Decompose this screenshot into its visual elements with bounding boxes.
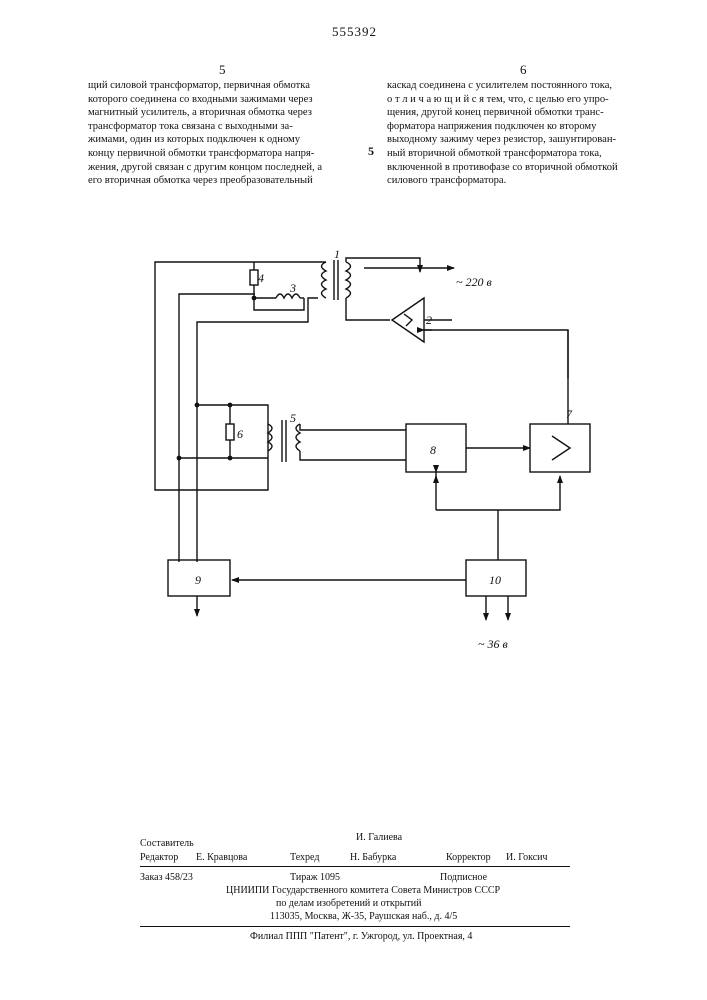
label-8: 8 [430, 443, 436, 457]
editor-name: Е. Кравцова [196, 852, 247, 863]
resistor-4 [250, 270, 258, 285]
order-number: Заказ 458/23 [140, 872, 193, 883]
branch-address: Филиал ППП "Патент", г. Ужгород, ул. Про… [250, 931, 472, 942]
label-4: 4 [258, 271, 264, 285]
transformer-1-primary [322, 262, 327, 298]
transformer-1-secondary [346, 262, 351, 298]
techred-label: Техред [290, 852, 319, 863]
org-line-1: ЦНИИПИ Государственного комитета Совета … [226, 885, 500, 896]
footer-divider-1 [140, 866, 570, 867]
current-transformer-3 [276, 294, 300, 298]
label-1: 1 [334, 247, 340, 261]
compiler-name: И. Галиева [356, 832, 402, 843]
corrector-label: Корректор [446, 852, 491, 863]
label-3: 3 [289, 281, 296, 295]
block-8 [406, 424, 466, 472]
editor-label: Редактор [140, 852, 178, 863]
footer-divider-2 [140, 926, 570, 927]
org-line-2: по делам изобретений и открытий [276, 898, 422, 909]
label-5: 5 [290, 411, 296, 425]
voltage-36-label: ~ 36 в [478, 637, 508, 651]
label-9: 9 [195, 573, 201, 587]
dc-amplifier-7 [530, 424, 590, 472]
techred-name: Н. Бабурка [350, 852, 396, 863]
label-10: 10 [489, 573, 501, 587]
resistor-6 [226, 424, 234, 440]
compiler-label: Составитель [140, 838, 194, 849]
org-line-3: 113035, Москва, Ж-35, Раушская наб., д. … [270, 911, 457, 922]
label-6: 6 [237, 427, 243, 441]
voltage-220-label: ~ 220 в [456, 275, 492, 289]
circulation: Тираж 1095 [290, 872, 340, 883]
label-2: 2 [426, 313, 432, 327]
magnetic-amplifier-2 [392, 298, 424, 342]
subscription: Подписное [440, 872, 487, 883]
corrector-name: И. Гоксич [506, 852, 548, 863]
label-7: 7 [566, 407, 573, 421]
